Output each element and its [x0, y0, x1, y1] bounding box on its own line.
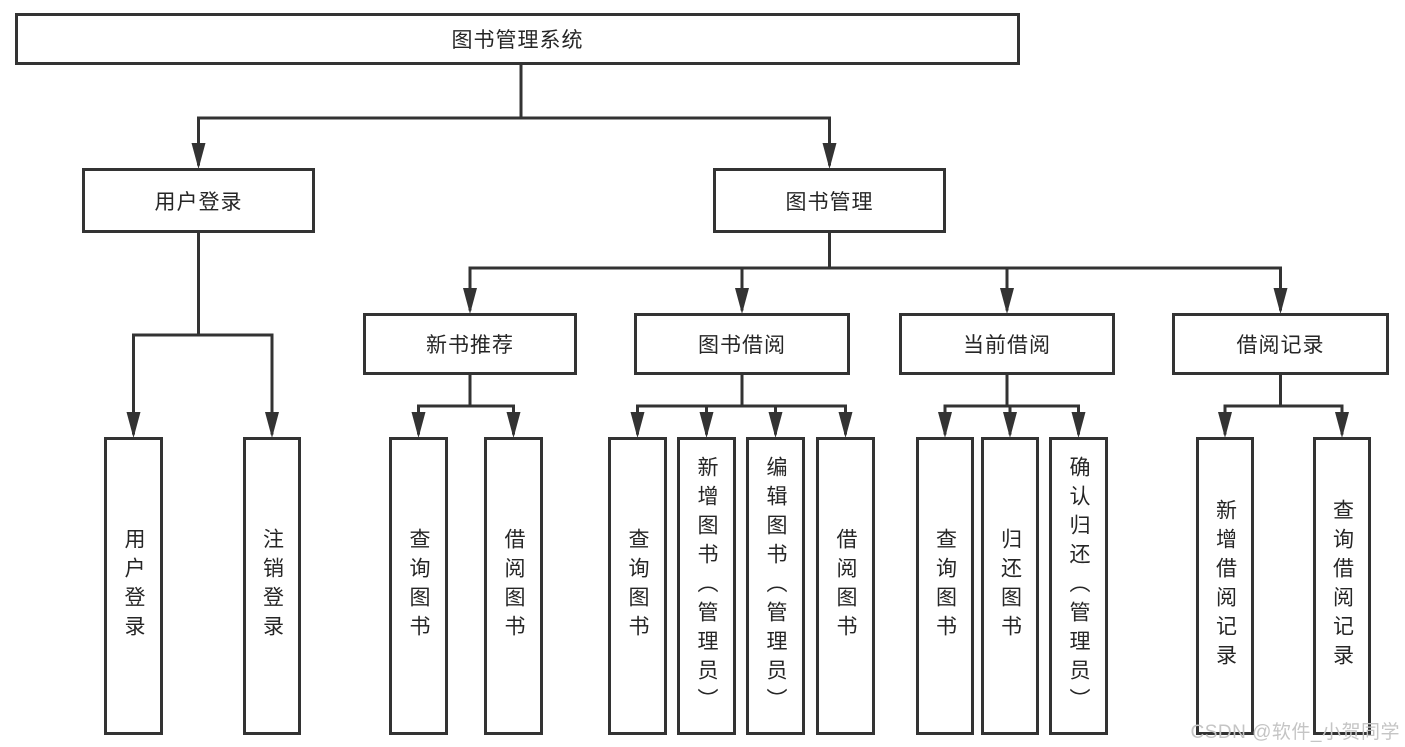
node-label: 借阅图书: [834, 528, 857, 644]
node-leaf-confirm-return: 确认归还（管理员）: [1049, 437, 1108, 735]
node-label: 新增图书（管理员）: [695, 455, 718, 717]
node-borrow-records: 借阅记录: [1172, 313, 1389, 375]
node-leaf-borrow-book-2: 借阅图书: [816, 437, 875, 735]
node-label: 借阅记录: [1236, 334, 1325, 357]
node-book-mgmt: 图书管理: [713, 168, 946, 233]
node-label: 图书管理系统: [451, 29, 584, 52]
node-label: 图书借阅: [698, 334, 786, 357]
node-label: 查询图书: [933, 528, 957, 644]
node-label: 确认归还（管理员）: [1067, 455, 1090, 717]
node-leaf-return-book: 归还图书: [981, 437, 1039, 735]
node-leaf-edit-book: 编辑图书（管理员）: [746, 437, 805, 735]
node-label: 新增借阅记录: [1213, 499, 1237, 673]
node-leaf-logout: 注销登录: [243, 437, 301, 735]
node-label: 注销登录: [260, 528, 284, 644]
node-leaf-borrow-book-1: 借阅图书: [484, 437, 543, 735]
node-leaf-query-book-2: 查询图书: [608, 437, 667, 735]
node-label: 图书管理: [785, 190, 874, 214]
node-root: 图书管理系统: [15, 13, 1020, 65]
watermark-text: CSDN @软件_小贺同学: [1190, 722, 1400, 743]
node-label: 用户登录: [122, 528, 145, 644]
node-leaf-query-borrow-record: 查询借阅记录: [1313, 437, 1371, 735]
node-user-login: 用户登录: [82, 168, 315, 233]
node-label: 查询借阅记录: [1330, 499, 1354, 673]
node-label: 查询图书: [407, 528, 430, 644]
node-new-book-rec: 新书推荐: [363, 313, 577, 375]
node-leaf-query-book-1: 查询图书: [389, 437, 448, 735]
node-label: 新书推荐: [426, 334, 514, 357]
node-label: 编辑图书（管理员）: [764, 455, 787, 717]
node-label: 借阅图书: [502, 528, 525, 644]
node-current-borrow: 当前借阅: [899, 313, 1115, 375]
node-leaf-query-book-3: 查询图书: [916, 437, 974, 735]
node-leaf-user-login: 用户登录: [104, 437, 163, 735]
node-label: 查询图书: [626, 528, 649, 644]
node-label: 归还图书: [998, 528, 1022, 644]
node-label: 用户登录: [154, 190, 243, 214]
node-leaf-add-book: 新增图书（管理员）: [677, 437, 736, 735]
node-leaf-add-borrow-record: 新增借阅记录: [1196, 437, 1254, 735]
node-label: 当前借阅: [963, 334, 1051, 357]
node-book-borrow: 图书借阅: [634, 313, 850, 375]
